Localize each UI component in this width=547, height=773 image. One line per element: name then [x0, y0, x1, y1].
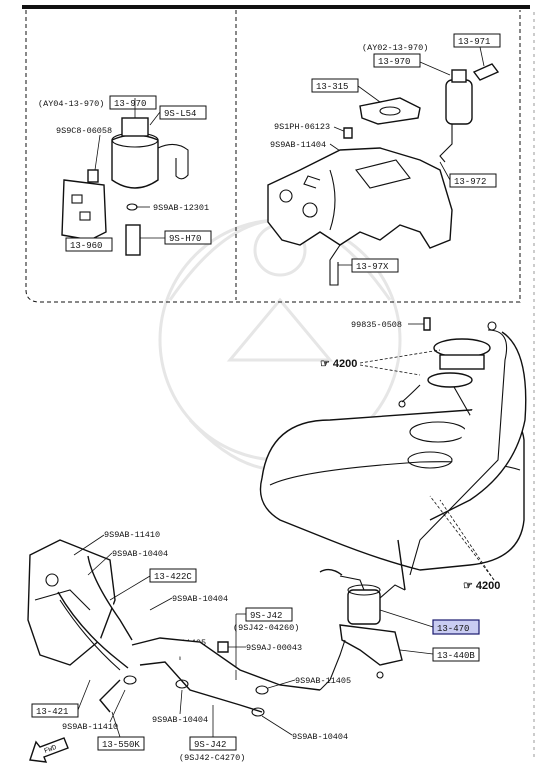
label-9s9ab-12301: 9S9AB-12301 — [153, 203, 209, 213]
label-9s9ab-11410-top: 9S9AB-11410 — [104, 530, 160, 540]
box-13-971-text: 13-971 — [458, 37, 490, 47]
box-13-97x[interactable] — [351, 258, 399, 273]
box-13-960[interactable] — [65, 237, 113, 252]
gasket-part — [359, 97, 421, 125]
box-13-422c[interactable] — [149, 568, 197, 583]
box-9s-l54-text: 9S-L54 — [164, 109, 196, 119]
box-13-422c-text: 13-422C — [154, 572, 192, 582]
box-13-315[interactable] — [311, 78, 359, 93]
label-9s9ab-11410-bottom: 9S9AB-11410 — [62, 722, 118, 732]
canister-part — [111, 98, 189, 189]
label-9s9ab-10404-d: 9S9AB-10404 — [292, 732, 348, 742]
fuel-filter-part — [319, 568, 406, 625]
solenoid-part — [419, 46, 500, 163]
ref-4200-top: ☞ 4200 — [320, 358, 357, 370]
box-13-470-text: 13-470 — [437, 624, 469, 634]
fwd-label: FWD — [43, 744, 58, 756]
box-13-970-right[interactable] — [373, 53, 421, 68]
box-9s-h70[interactable] — [164, 230, 212, 245]
hose-13-550k — [99, 679, 121, 713]
bolt-part — [87, 169, 99, 183]
label-9s9ab-10404-b: 9S9AB-10404 — [172, 594, 228, 604]
box-13-972[interactable] — [449, 173, 497, 188]
box-9s-j42-top[interactable] — [245, 607, 293, 622]
label-9s9ab-10404-c: 9S9AB-10404 — [152, 715, 208, 725]
box-9s-j42-bottom-text: 9S-J42 — [194, 740, 226, 750]
return-hose — [429, 331, 527, 521]
ref-4200-bottom: ☞ 4200 — [463, 580, 500, 592]
feed-line — [409, 329, 508, 576]
bolt-9s1ph — [343, 127, 353, 139]
box-13-971[interactable] — [453, 33, 501, 48]
box-13-421[interactable] — [31, 703, 79, 718]
fwd-arrow-icon: FWD — [29, 737, 69, 763]
fuel-sender-part — [398, 338, 491, 416]
box-13-315-text: 13-315 — [316, 82, 348, 92]
clamp-part — [126, 203, 138, 211]
fuel-pipe-main — [131, 637, 321, 691]
box-13-97x-text: 13-97X — [356, 262, 389, 272]
right-inset: (AY02-13-970) 13-971 13-970 13-315 9S1PH… — [267, 33, 501, 286]
hose-part — [125, 224, 141, 256]
label-ay04-13-970: (AY04-13-970) — [38, 99, 104, 109]
box-13-972-text: 13-972 — [454, 177, 486, 187]
box-13-440b[interactable] — [432, 647, 480, 662]
label-9s9ab-11404: 9S9AB-11404 — [270, 140, 326, 150]
box-13-421-text: 13-421 — [36, 707, 68, 717]
label-9s9ab-11405-b: 9S9AB-11405 — [295, 676, 351, 686]
box-13-960-text: 13-960 — [70, 241, 102, 251]
hose-13-422c — [87, 555, 133, 641]
hose-9s-j42 — [139, 661, 263, 713]
box-13-970-left[interactable] — [109, 95, 157, 110]
box-13-970-left-text: 13-970 — [114, 99, 146, 109]
box-13-970-right-text: 13-970 — [378, 57, 410, 67]
label-ay02-13-970: (AY02-13-970) — [362, 43, 428, 53]
box-13-550k[interactable] — [97, 736, 145, 751]
left-inset: (AY04-13-970) 13-970 9S-L54 9S9C8-06058 … — [38, 95, 212, 256]
label-9s1ph-06123: 9S1PH-06123 — [274, 122, 330, 132]
intake-manifold-part — [267, 147, 453, 286]
box-9s-h70-text: 9S-H70 — [169, 234, 201, 244]
label-9sj42-c4270: (9SJ42-C4270) — [179, 753, 245, 763]
label-9sj42-04260: (9SJ42-04260) — [233, 623, 299, 633]
box-9s-j42-top-text: 9S-J42 — [250, 611, 282, 621]
label-9s9c8-06058: 9S9C8-06058 — [56, 126, 112, 136]
bracket-13-960 — [61, 179, 107, 241]
box-13-550k-text: 13-550K — [102, 740, 140, 750]
filter-bracket-part — [339, 624, 403, 666]
inset-frame — [25, 10, 521, 303]
hose-vertical — [397, 539, 406, 591]
label-9s9aj-00043: 9S9AJ-00043 — [246, 643, 302, 653]
label-99835-0508: 99835-0508 — [351, 320, 402, 330]
box-13-440b-text: 13-440B — [437, 651, 475, 661]
hose-13-421 — [57, 591, 129, 669]
label-9s9ab-10404-a: 9S9AB-10404 — [112, 549, 168, 559]
